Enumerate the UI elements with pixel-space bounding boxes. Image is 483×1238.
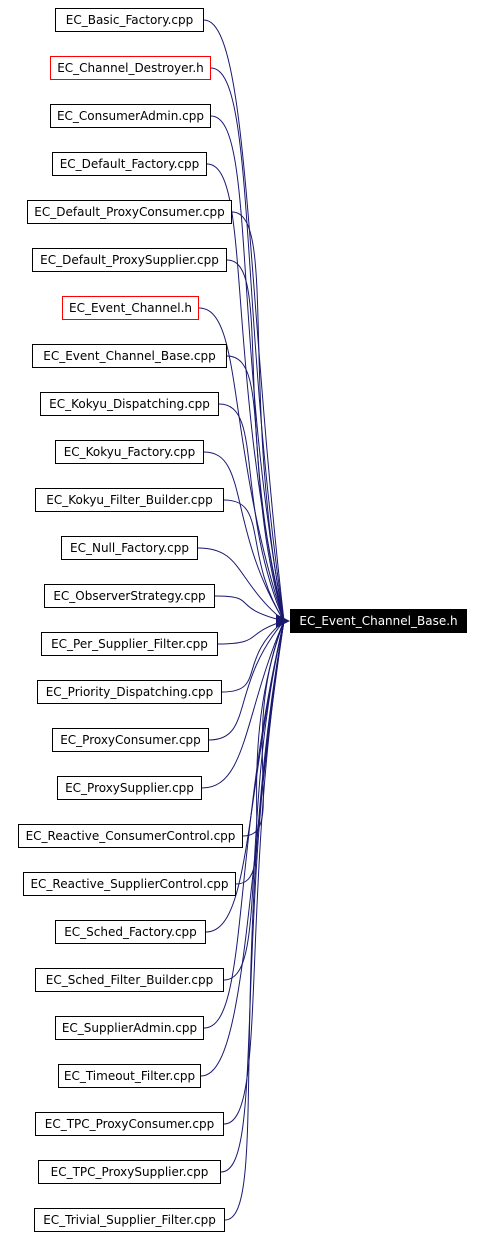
source-node-ec-reactive-suppliercontrol-cpp[interactable]: EC_Reactive_SupplierControl.cpp: [23, 872, 236, 896]
edge-ec-kokyu-dispatching-cpp: [218, 403, 285, 622]
edge-ec-observerstrategy-cpp: [214, 595, 285, 622]
source-node-ec-event-channel-base-cpp[interactable]: EC_Event_Channel_Base.cpp: [32, 344, 227, 368]
edge-ec-priority-dispatching-cpp: [221, 620, 285, 693]
arrowhead-icon: [276, 614, 290, 628]
edge-ec-default-proxysupplier-cpp: [226, 259, 285, 622]
edge-ec-kokyu-filter-builder-cpp: [223, 499, 285, 622]
edge-ec-basic-factory-cpp: [203, 19, 285, 622]
source-node-ec-observerstrategy-cpp[interactable]: EC_ObserverStrategy.cpp: [44, 584, 215, 608]
source-node-ec-proxyconsumer-cpp[interactable]: EC_ProxyConsumer.cpp: [52, 728, 209, 752]
source-node-ec-event-channel-h[interactable]: EC_Event_Channel.h: [62, 296, 199, 320]
edge-ec-trivial-supplier-filter-cpp: [224, 620, 285, 1221]
source-node-ec-channel-destroyer-h[interactable]: EC_Channel_Destroyer.h: [50, 56, 211, 80]
source-node-ec-trivial-supplier-filter-cpp[interactable]: EC_Trivial_Supplier_Filter.cpp: [34, 1208, 225, 1232]
source-node-ec-kokyu-filter-builder-cpp[interactable]: EC_Kokyu_Filter_Builder.cpp: [35, 488, 224, 512]
edge-ec-event-channel-h: [198, 307, 285, 622]
edge-ec-kokyu-factory-cpp: [203, 451, 285, 622]
source-node-ec-default-proxysupplier-cpp[interactable]: EC_Default_ProxySupplier.cpp: [32, 248, 227, 272]
source-node-ec-reactive-consumercontrol-cpp[interactable]: EC_Reactive_ConsumerControl.cpp: [18, 824, 243, 848]
edge-ec-default-proxyconsumer-cpp: [231, 211, 285, 622]
source-node-ec-supplieradmin-cpp[interactable]: EC_SupplierAdmin.cpp: [55, 1016, 204, 1040]
source-node-ec-default-proxyconsumer-cpp[interactable]: EC_Default_ProxyConsumer.cpp: [27, 200, 232, 224]
source-node-ec-null-factory-cpp[interactable]: EC_Null_Factory.cpp: [61, 536, 198, 560]
edge-ec-consumeradmin-cpp: [210, 115, 285, 622]
source-node-ec-per-supplier-filter-cpp[interactable]: EC_Per_Supplier_Filter.cpp: [41, 632, 218, 656]
edge-ec-supplieradmin-cpp: [203, 620, 285, 1029]
source-node-ec-priority-dispatching-cpp[interactable]: EC_Priority_Dispatching.cpp: [37, 680, 222, 704]
edge-ec-per-supplier-filter-cpp: [217, 620, 285, 645]
edge-ec-tpc-proxyconsumer-cpp: [223, 620, 285, 1125]
edge-ec-reactive-suppliercontrol-cpp: [235, 620, 285, 885]
source-node-ec-consumeradmin-cpp[interactable]: EC_ConsumerAdmin.cpp: [50, 104, 211, 128]
source-node-ec-default-factory-cpp[interactable]: EC_Default_Factory.cpp: [52, 152, 207, 176]
edge-ec-null-factory-cpp: [197, 547, 285, 622]
source-node-ec-kokyu-dispatching-cpp[interactable]: EC_Kokyu_Dispatching.cpp: [40, 392, 219, 416]
edge-ec-event-channel-base-cpp: [226, 355, 285, 622]
source-node-ec-basic-factory-cpp[interactable]: EC_Basic_Factory.cpp: [55, 8, 204, 32]
source-node-ec-tpc-proxysupplier-cpp[interactable]: EC_TPC_ProxySupplier.cpp: [38, 1160, 221, 1184]
edge-ec-proxysupplier-cpp: [201, 620, 285, 789]
source-node-ec-proxysupplier-cpp[interactable]: EC_ProxySupplier.cpp: [57, 776, 202, 800]
source-node-ec-sched-filter-builder-cpp[interactable]: EC_Sched_Filter_Builder.cpp: [35, 968, 224, 992]
source-node-ec-timeout-filter-cpp[interactable]: EC_Timeout_Filter.cpp: [58, 1064, 201, 1088]
source-node-ec-kokyu-factory-cpp[interactable]: EC_Kokyu_Factory.cpp: [55, 440, 204, 464]
source-node-ec-tpc-proxyconsumer-cpp[interactable]: EC_TPC_ProxyConsumer.cpp: [35, 1112, 224, 1136]
target-node-event-channel-base-h[interactable]: EC_Event_Channel_Base.h: [290, 609, 467, 633]
source-node-ec-sched-factory-cpp[interactable]: EC_Sched_Factory.cpp: [55, 920, 206, 944]
edge-ec-proxyconsumer-cpp: [208, 620, 285, 741]
edge-ec-channel-destroyer-h: [210, 67, 285, 622]
edge-ec-sched-filter-builder-cpp: [223, 620, 285, 981]
